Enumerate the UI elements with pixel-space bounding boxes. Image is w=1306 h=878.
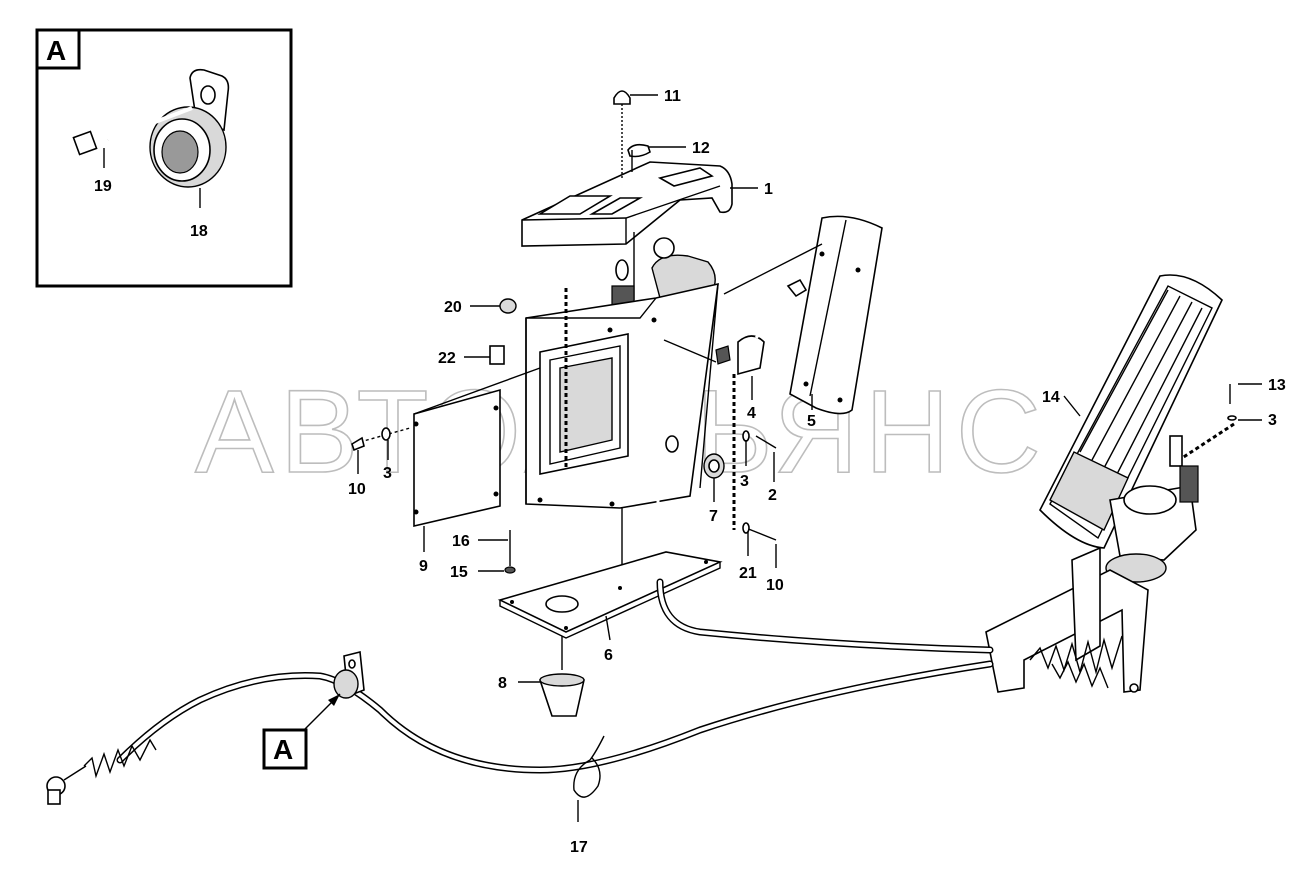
part-label-4: 4 <box>747 405 756 422</box>
throttle-cables <box>46 578 994 822</box>
part-label-10: 10 <box>766 577 784 594</box>
part-label-22: 22 <box>438 350 456 367</box>
top-cover <box>521 90 733 300</box>
part-label-17: 17 <box>570 839 588 856</box>
inset-a: A <box>35 28 293 288</box>
part-label-21: 21 <box>739 565 757 582</box>
part-label-5: 5 <box>807 413 816 430</box>
part-label-20: 20 <box>444 299 462 316</box>
part-label-8: 8 <box>498 675 507 692</box>
part-label-13: 13 <box>1268 377 1286 394</box>
base-plate <box>497 530 723 717</box>
part-label-18: 18 <box>190 223 208 240</box>
part-label-7: 7 <box>709 508 718 525</box>
part-label-3: 3 <box>1268 412 1277 429</box>
part-label-19: 19 <box>94 178 112 195</box>
part-label-6: 6 <box>604 647 613 664</box>
part-label-2: 2 <box>768 487 777 504</box>
accelerator-pedal <box>985 274 1237 693</box>
part-label-12: 12 <box>692 140 710 157</box>
part-label-16: 16 <box>452 533 470 550</box>
part-label-3: 3 <box>383 465 392 482</box>
side-panel <box>351 298 541 528</box>
leader-lines <box>357 94 1262 683</box>
part-label-9: 9 <box>419 558 428 575</box>
callout-box <box>262 728 308 770</box>
inset-letter: A <box>46 35 66 66</box>
part-label-1: 1 <box>764 181 773 198</box>
part-labels: 1 2 3 3 3 4 5 6 7 8 9 10 10 11 12 13 14 … <box>94 88 1286 856</box>
part-label-10: 10 <box>348 481 366 498</box>
part-label-14: 14 <box>1042 389 1060 406</box>
part-label-11: 11 <box>664 88 681 105</box>
control-housing <box>525 237 731 592</box>
callout-letter: A <box>273 734 293 765</box>
part-label-3: 3 <box>740 473 749 490</box>
part-label-15: 15 <box>450 564 468 581</box>
front-cover <box>723 215 1235 541</box>
